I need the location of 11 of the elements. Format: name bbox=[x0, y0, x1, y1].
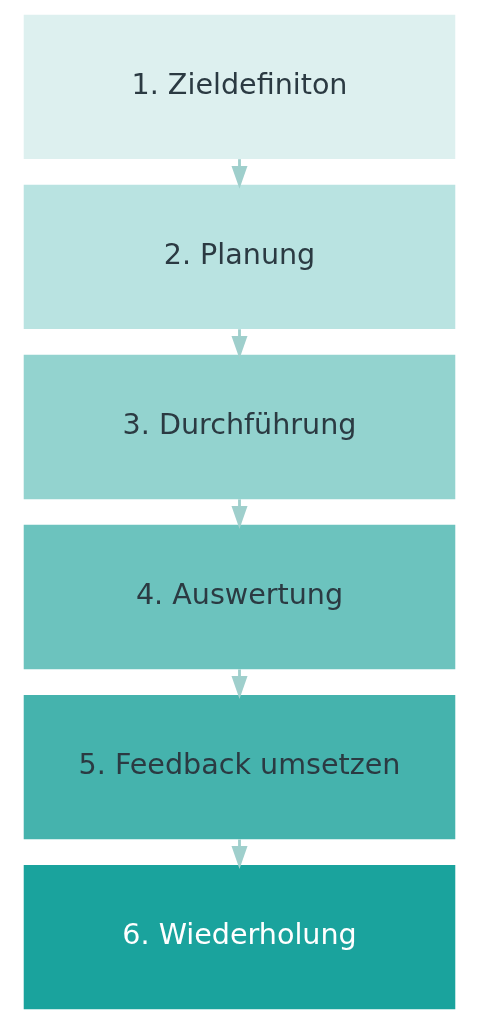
arrow bbox=[231, 669, 247, 699]
arrow bbox=[231, 329, 247, 359]
arrow bbox=[231, 159, 247, 189]
node-box: 4. Auswertung bbox=[23, 524, 455, 670]
node-box: 1. Zieldefiniton bbox=[23, 14, 455, 160]
arrow bbox=[231, 499, 247, 529]
node-box: 6. Wiederholung bbox=[23, 864, 455, 1010]
arrow bbox=[231, 839, 247, 870]
node-box: 5. Feedback umsetzen bbox=[23, 694, 455, 840]
node-box: 3. Durchführung bbox=[23, 354, 455, 500]
node-box: 2. Planung bbox=[23, 184, 455, 330]
